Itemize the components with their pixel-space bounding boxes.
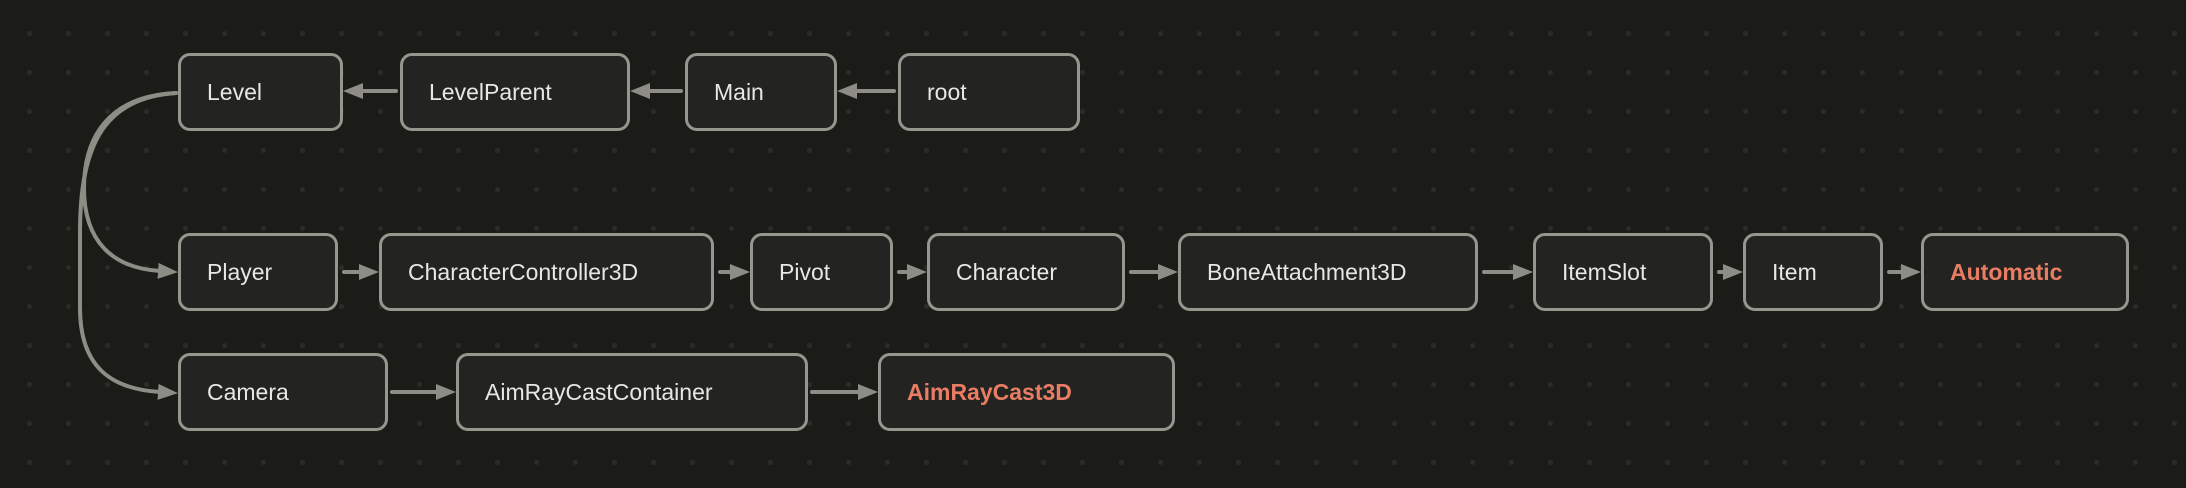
node-root[interactable]: root — [898, 53, 1080, 131]
node-player-label: Player — [207, 258, 273, 285]
node-camera[interactable]: Camera — [178, 353, 388, 431]
edge-level-player — [81, 91, 178, 279]
node-aimraycast3d[interactable]: AimRayCast3D — [878, 353, 1175, 431]
node-aimraycast3d-label: AimRayCast3D — [907, 378, 1072, 405]
node-item-label: Item — [1772, 258, 1817, 285]
node-charactercontroller3d-label: CharacterController3D — [408, 258, 639, 285]
node-automatic[interactable]: Automatic — [1921, 233, 2129, 311]
node-aimraycastcontainer-label: AimRayCastContainer — [485, 378, 713, 405]
node-itemslot-label: ItemSlot — [1562, 258, 1647, 285]
node-charactercontroller3d[interactable]: CharacterController3D — [379, 233, 714, 311]
node-level-label: Level — [207, 78, 262, 105]
node-pivot-label: Pivot — [779, 258, 831, 285]
node-level[interactable]: Level — [178, 53, 343, 131]
node-camera-label: Camera — [207, 378, 289, 405]
node-main-label: Main — [714, 78, 764, 105]
node-levelparent[interactable]: LevelParent — [400, 53, 630, 131]
node-character[interactable]: Character — [927, 233, 1125, 311]
edge-level-camera — [78, 91, 178, 400]
node-itemslot[interactable]: ItemSlot — [1533, 233, 1713, 311]
node-root-label: root — [927, 78, 967, 105]
node-player[interactable]: Player — [178, 233, 338, 311]
node-boneattachment3d-label: BoneAttachment3D — [1207, 258, 1407, 285]
node-aimraycastcontainer[interactable]: AimRayCastContainer — [456, 353, 808, 431]
node-character-label: Character — [956, 258, 1057, 285]
node-automatic-label: Automatic — [1950, 258, 2063, 285]
node-main[interactable]: Main — [685, 53, 837, 131]
node-levelparent-label: LevelParent — [429, 78, 552, 105]
node-pivot[interactable]: Pivot — [750, 233, 893, 311]
node-item[interactable]: Item — [1743, 233, 1883, 311]
node-boneattachment3d[interactable]: BoneAttachment3D — [1178, 233, 1478, 311]
